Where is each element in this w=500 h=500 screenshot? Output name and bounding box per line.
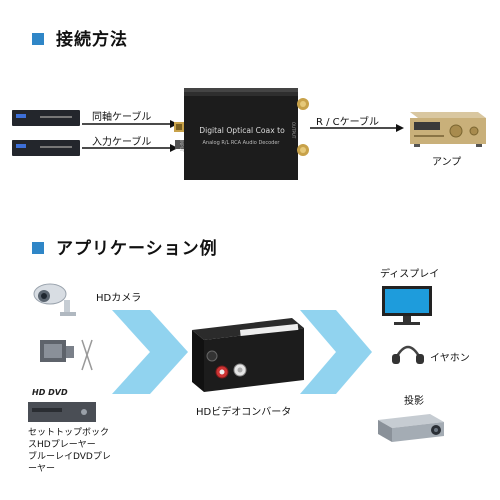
dvd-player-icon-top bbox=[12, 110, 80, 126]
label-amp: アンプ bbox=[432, 157, 462, 168]
decoder-device-icon bbox=[174, 88, 309, 180]
label-coax-cable: 同軸ケーブル bbox=[92, 112, 152, 123]
amplifier-icon bbox=[410, 112, 486, 147]
label-settop-line2: スHDプレーヤー bbox=[28, 440, 96, 450]
dvd-player-icon-bottom bbox=[12, 140, 80, 156]
label-settop-line3: ブルーレイDVDプレ bbox=[28, 452, 111, 462]
label-settop-line4: ーヤー bbox=[28, 464, 56, 474]
hd-converter-device-icon bbox=[192, 318, 304, 392]
label-projector: 投影 bbox=[404, 396, 424, 407]
section2-title: アプリケーション例 bbox=[56, 239, 218, 259]
section1-diagram bbox=[12, 88, 486, 180]
label-hd-camera: HDカメラ bbox=[96, 293, 142, 304]
section1-marker bbox=[32, 33, 44, 45]
label-display: ディスプレイ bbox=[380, 269, 440, 280]
hd-camera-icon bbox=[33, 283, 76, 316]
label-earphone: イヤホン bbox=[430, 353, 470, 364]
label-rca-cable: R / Cケーブル bbox=[316, 117, 380, 128]
chevron-right-icon bbox=[300, 310, 372, 394]
chevron-left-icon bbox=[112, 310, 188, 394]
device-text-line1: Digital Optical Coax to bbox=[199, 126, 285, 135]
label-input-cable: 入力ケーブル bbox=[92, 137, 152, 148]
earphone-icon bbox=[392, 345, 424, 364]
section2-marker bbox=[32, 242, 44, 254]
section1-title: 接続方法 bbox=[56, 30, 128, 50]
label-hd-converter: HDビデオコンバータ bbox=[196, 407, 292, 418]
hd-dvd-logo: HD DVD bbox=[32, 388, 68, 397]
display-icon bbox=[382, 286, 432, 325]
hd-dvd-player-icon bbox=[28, 402, 96, 422]
camera-box-icon bbox=[40, 339, 93, 371]
projector-icon bbox=[378, 414, 444, 442]
label-settop-line1: セットトップボック bbox=[28, 428, 110, 438]
device-text-line2: Analog R/L RCA Audio Decoder bbox=[202, 140, 280, 146]
